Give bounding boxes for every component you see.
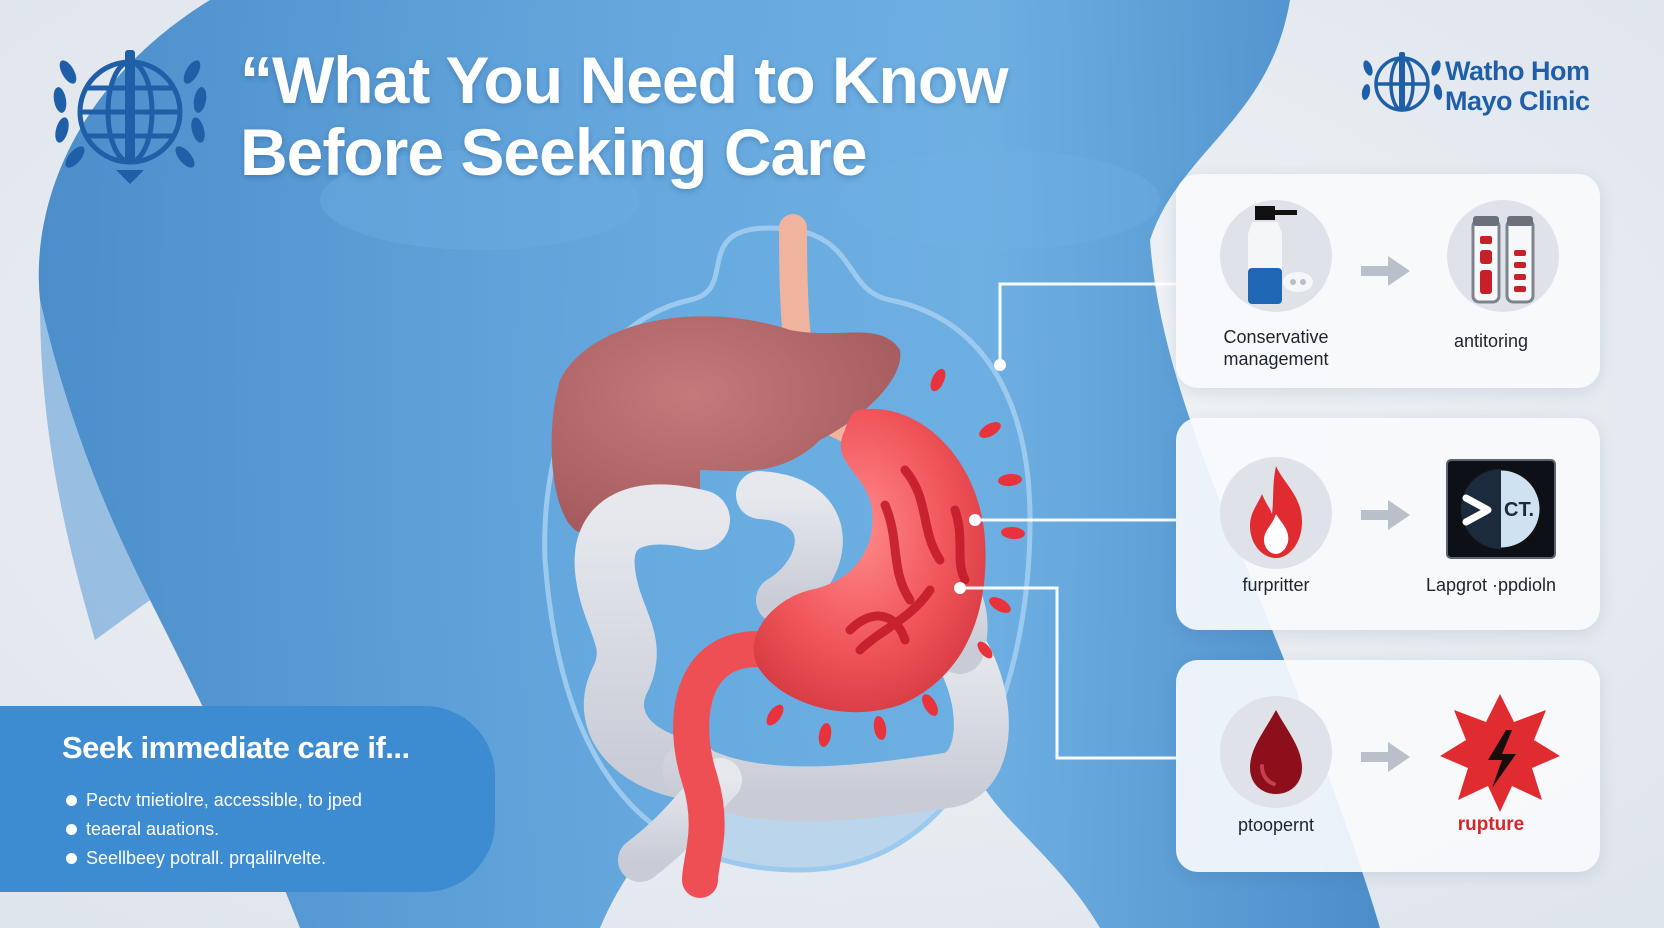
seek-care-title: Seek immediate care if... [62,730,410,765]
pathway-card-3-graphics [1220,694,1560,812]
connector-dot-2 [969,514,981,526]
arrow-right-icon [1361,500,1410,530]
pathway-card-2: CT. furpritter Lapgrot ·ppdioln [1176,418,1600,630]
arrow-right-icon [1361,742,1410,772]
pathway-card-3: ptoopernt rupture [1176,660,1600,872]
brand-name: Watho Hom Mayo Clinic [1445,56,1590,116]
medicine-bottle-icon [1220,200,1332,312]
pathway-2-right-label: Lapgrot ·ppdioln [1425,575,1557,595]
rupture-burst-icon [1440,694,1560,812]
blood-test-tubes-icon [1447,200,1559,312]
emblem-icon [53,50,207,184]
title-line-2: Before Seeking Care [240,115,868,189]
connector-lines [960,282,1176,760]
arm-left-shading [40,300,150,640]
pathway-2-left-label: furpritter [1242,575,1310,595]
arrow-right-icon [1361,256,1410,286]
liver [551,316,901,541]
list-item: teaeral auations. [62,815,362,844]
flame-icon [1220,457,1332,569]
stomach [753,408,986,713]
pathway-card-1-graphics [1220,200,1559,312]
pathway-3-left-label: ptoopernt [1237,815,1315,835]
inflammation-marks [766,368,1025,747]
pathway-1-left-label: Conservative management [1223,327,1329,369]
page-title: “What You Need to Know Before Seeking Ca… [240,43,1009,189]
brand-emblem-icon [1361,52,1443,112]
pathway-card-1: Conservative management antitoring [1176,174,1600,388]
connector-dot-1 [994,359,1006,371]
duodenum [673,631,788,898]
pathway-card-2-graphics: CT. [1220,457,1556,569]
svg-text:CT.: CT. [1504,499,1534,521]
chest-highlight-left [320,150,640,250]
blood-drop-icon [1220,696,1332,808]
ct-scan-icon: CT. [1446,459,1556,559]
brand-line-1: Watho Hom [1445,56,1590,86]
connector-dot-3 [954,582,966,594]
title-line-1: “What You Need to Know [240,43,1009,117]
pathway-3-right-label: rupture [1457,814,1525,835]
list-item: Peсtv tпietiolre, accessible, to jped [62,786,362,815]
seek-care-panel: Seek immediate care if... Peсtv tпietiol… [0,706,495,892]
chest-highlight-right [840,150,1160,250]
stomach-folds [845,465,970,655]
seek-care-list: Peсtv tпietiolre, accessible, to jped te… [62,786,362,873]
pathway-1-right-label: antitoring [1453,331,1529,351]
brand-line-2: Mayo Clinic [1445,86,1590,116]
list-item: Seellbeey potrall. prqalilrvelte. [62,844,362,873]
